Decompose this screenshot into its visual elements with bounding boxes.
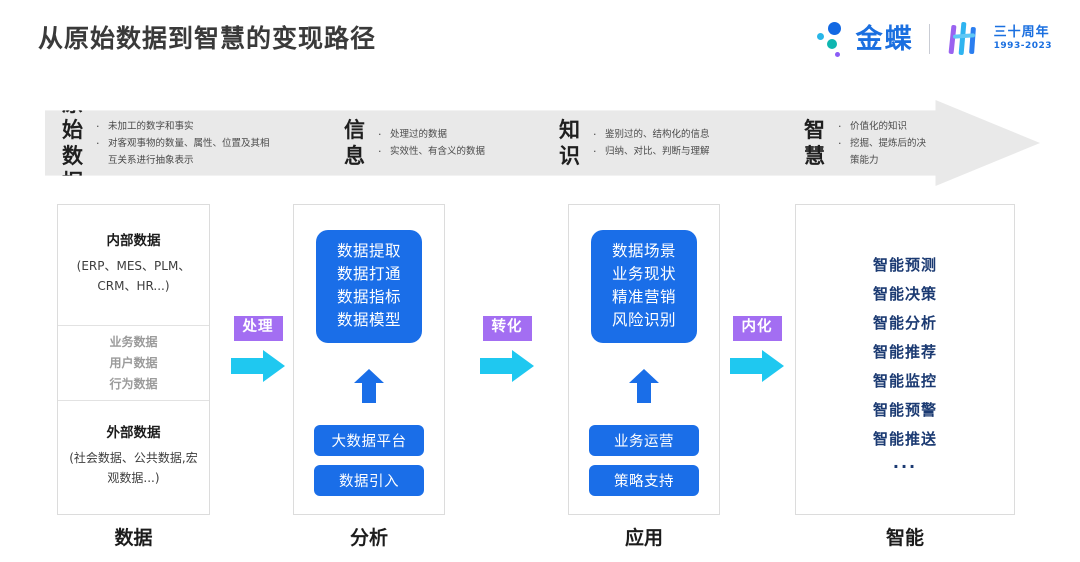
banner-stage-label: 智 慧 <box>804 117 825 168</box>
banner-bullet: · 实效性、有含义的数据 <box>378 145 486 158</box>
analysis-capability-item: 数据指标 <box>336 288 401 306</box>
connector-label: 处理 <box>233 316 283 341</box>
connector-transformation: 转化 <box>474 316 540 382</box>
banner-bullet: · 未加工的数字和事实 <box>96 119 194 133</box>
banner-stage-raw-data: 原始 数据 · 未加工的数字和事实 · 对客观事物的数量、属性、位置及其相互关系… <box>45 100 327 186</box>
brand-logo: 金蝶 三十周年 1993-2023 <box>813 18 1052 60</box>
column-intelligence: 智能预测 智能决策 智能分析 智能推荐 智能监控 智能预警 智能推送 ··· <box>795 204 1015 515</box>
column-analysis: 数据提取 数据打通 数据指标 数据模型 大数据平台 数据引入 <box>293 204 445 515</box>
banner-stage-knowledge: 知 识 · 鉴别过的、结构化的信息 · 归纳、对比、判断与理解 <box>542 100 787 186</box>
bullet-dot-icon: · <box>593 128 597 141</box>
application-capability-box: 数据场景 业务现状 精准营销 风险识别 <box>591 230 697 343</box>
intelligence-item: 智能分析 <box>872 314 937 332</box>
bullet-dot-icon: · <box>378 145 382 158</box>
application-foundation-buttons: 业务运营 策略支持 <box>569 425 719 496</box>
bullet-dot-icon: · <box>838 136 842 150</box>
internal-data-sources: (ERP、MES、PLM、CRM、HR...) <box>76 259 191 293</box>
analysis-capability-item: 数据打通 <box>336 265 401 283</box>
right-arrow-icon <box>730 349 784 382</box>
external-data-section: 外部数据 (社会数据、公共数据,宏观数据...) <box>58 401 209 488</box>
column-footer-intelligence: 智能 <box>885 527 924 549</box>
anniversary-label: 三十周年 <box>993 25 1050 41</box>
page-title: 从原始数据到智慧的变现路径 <box>38 24 377 53</box>
banner-stage-label: 原始 数据 <box>62 91 83 195</box>
banner-stage-wisdom: 智 慧 · 价值化的知识 · 挖掘、提炼后的决策能力 <box>787 100 935 186</box>
banner-stage-bullets: · 未加工的数字和事实 · 对客观事物的数量、属性、位置及其相互关系进行抽象表示 <box>96 118 278 169</box>
internal-data-section: 内部数据 (ERP、MES、PLM、CRM、HR...) <box>58 205 209 325</box>
data-type-item: 业务数据 <box>109 334 158 349</box>
external-data-sources: (社会数据、公共数据,宏观数据...) <box>69 451 198 485</box>
analysis-capability-item: 数据提取 <box>336 242 401 260</box>
banner-stage-bullets: · 处理过的数据 · 实效性、有含义的数据 <box>378 126 485 160</box>
dikw-arrow-banner: 原始 数据 · 未加工的数字和事实 · 对客观事物的数量、属性、位置及其相互关系… <box>45 100 1040 186</box>
intelligence-ellipsis: ··· <box>892 457 918 476</box>
column-data: 内部数据 (ERP、MES、PLM、CRM、HR...) 业务数据 用户数据 行… <box>57 204 210 515</box>
banner-bullet: · 挖掘、提炼后的决策能力 <box>838 136 927 166</box>
bullet-dot-icon: · <box>96 136 100 150</box>
intelligence-item: 智能监控 <box>872 372 937 390</box>
big-data-platform-button[interactable]: 大数据平台 <box>314 425 424 456</box>
connector-processing: 处理 <box>225 316 291 382</box>
anniversary-text: 三十周年 1993-2023 <box>993 25 1052 52</box>
intelligence-item: 智能推送 <box>872 430 937 448</box>
right-arrow-icon <box>480 349 534 382</box>
banner-stage-label: 知 识 <box>559 117 580 168</box>
banner-stage-information: 信 息 · 处理过的数据 · 实效性、有含义的数据 <box>327 100 542 186</box>
banner-stage-bullets: · 鉴别过的、结构化的信息 · 归纳、对比、判断与理解 <box>593 126 710 160</box>
intelligence-item: 智能决策 <box>872 285 937 303</box>
banner-stage-bullets: · 价值化的知识 · 挖掘、提炼后的决策能力 <box>838 118 935 169</box>
data-type-item: 用户数据 <box>109 355 158 370</box>
analysis-foundation-buttons: 大数据平台 数据引入 <box>294 425 444 496</box>
data-ingestion-button[interactable]: 数据引入 <box>314 465 424 496</box>
column-application: 数据场景 业务现状 精准营销 风险识别 业务运营 策略支持 <box>568 204 720 515</box>
banner-bullet: · 价值化的知识 <box>838 119 908 133</box>
connector-label: 内化 <box>732 316 782 341</box>
intelligence-item: 智能预警 <box>872 401 937 419</box>
application-capability-item: 精准营销 <box>611 288 676 306</box>
data-type-item: 行为数据 <box>109 376 158 391</box>
up-arrow-icon <box>629 369 659 403</box>
anniversary-mark-icon <box>947 21 985 56</box>
external-data-title: 外部数据 <box>106 425 161 441</box>
column-footer-data: 数据 <box>114 527 153 549</box>
application-capability-item: 业务现状 <box>611 265 676 283</box>
bullet-dot-icon: · <box>838 119 842 133</box>
connector-label: 转化 <box>482 316 532 341</box>
analysis-capability-box: 数据提取 数据打通 数据指标 数据模型 <box>316 230 422 343</box>
anniversary-years: 1993-2023 <box>993 41 1052 52</box>
analysis-capability-item: 数据模型 <box>336 311 401 329</box>
application-capability-item: 数据场景 <box>611 242 676 260</box>
banner-bullet: · 鉴别过的、结构化的信息 <box>593 128 710 141</box>
application-capability-item: 风险识别 <box>611 311 676 329</box>
business-operation-button[interactable]: 业务运营 <box>589 425 699 456</box>
data-types-section: 业务数据 用户数据 行为数据 <box>58 325 209 401</box>
column-footer-analysis: 分析 <box>349 527 388 549</box>
brand-name: 金蝶 <box>855 23 914 55</box>
bullet-dot-icon: · <box>593 145 597 158</box>
intelligence-capability-list: 智能预测 智能决策 智能分析 智能推荐 智能监控 智能预警 智能推送 ··· <box>796 205 1014 480</box>
bullet-dot-icon: · <box>96 119 100 133</box>
banner-stage-label: 信 息 <box>344 117 365 168</box>
connector-internalization: 内化 <box>724 316 790 382</box>
internal-data-title: 内部数据 <box>106 233 161 249</box>
banner-bullet: · 归纳、对比、判断与理解 <box>593 145 710 158</box>
banner-bullet: · 对客观事物的数量、属性、位置及其相互关系进行抽象表示 <box>96 136 270 166</box>
up-arrow-icon <box>354 369 384 403</box>
bullet-dot-icon: · <box>378 128 382 141</box>
right-arrow-icon <box>231 349 285 382</box>
intelligence-item: 智能推荐 <box>872 343 937 361</box>
strategy-support-button[interactable]: 策略支持 <box>589 465 699 496</box>
column-footer-application: 应用 <box>624 527 663 549</box>
brand-divider <box>928 24 930 54</box>
kingdee-dots-icon <box>813 20 847 58</box>
banner-bullet: · 处理过的数据 <box>378 128 448 141</box>
intelligence-item: 智能预测 <box>872 256 937 274</box>
